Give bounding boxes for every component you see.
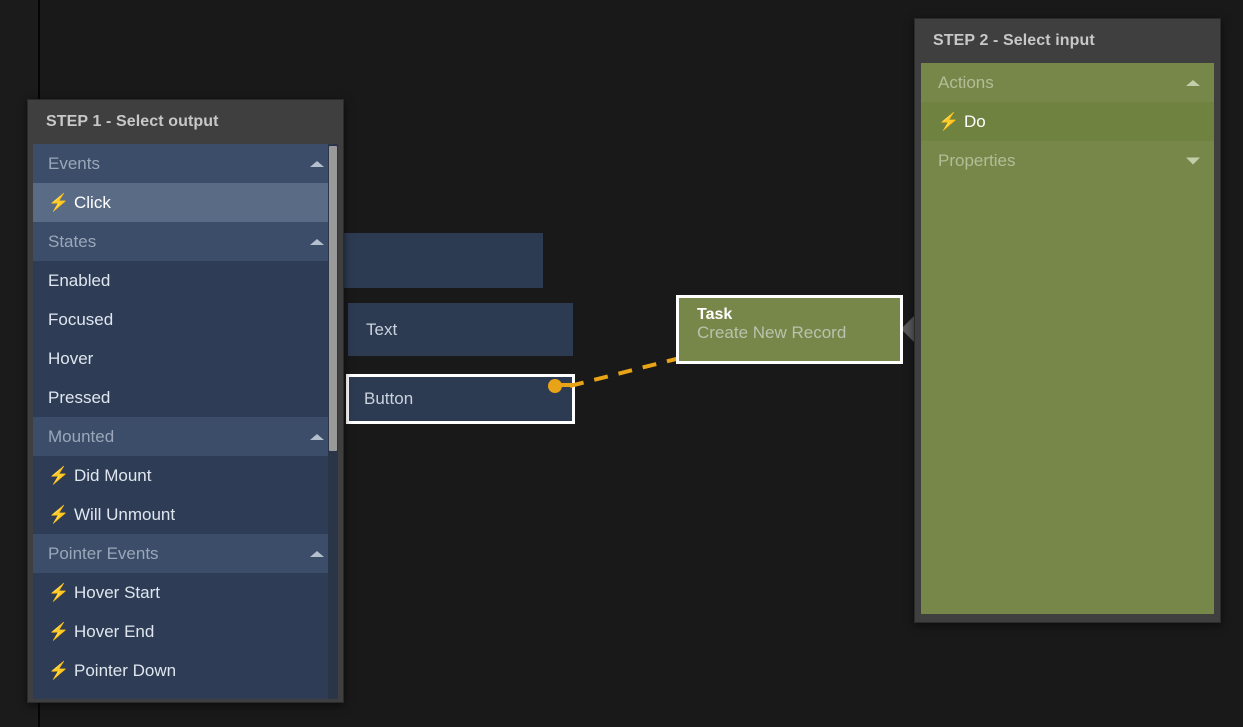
lightning-bolt-icon: ⚡ xyxy=(48,192,70,212)
list-item-hover-start[interactable]: ⚡ Hover Start xyxy=(33,573,338,612)
list-item-focused-label: Focused xyxy=(48,309,114,329)
list-item-hover[interactable]: Hover xyxy=(33,339,338,378)
list-item-pointer-down-label: Pointer Down xyxy=(74,660,177,680)
step2-panel-title: STEP 2 - Select input xyxy=(933,32,1095,49)
lightning-bolt-icon: ⚡ xyxy=(48,465,70,485)
section-header-pointer-events-label: Pointer Events xyxy=(48,543,159,563)
step1-panel: STEP 1 - Select output Events ⚡ Click St… xyxy=(27,99,344,703)
list-item-click-label: Click xyxy=(74,192,111,212)
section-header-states[interactable]: States xyxy=(33,222,338,261)
canvas-node-button-label: Button xyxy=(364,389,414,408)
chevron-up-icon[interactable] xyxy=(310,550,324,557)
output-socket-triangle-icon[interactable] xyxy=(901,316,914,342)
list-item-did-mount-label: Did Mount xyxy=(74,465,152,485)
section-header-actions[interactable]: Actions xyxy=(921,63,1214,102)
step1-panel-body: Events ⚡ Click States Enabled Focused Ho… xyxy=(33,144,338,699)
list-item-did-mount[interactable]: ⚡ Did Mount xyxy=(33,456,338,495)
list-item-pressed-label: Pressed xyxy=(48,387,111,407)
section-header-mounted-label: Mounted xyxy=(48,426,115,446)
section-header-actions-label: Actions xyxy=(938,72,994,92)
list-item-enabled[interactable]: Enabled xyxy=(33,261,338,300)
chevron-up-icon[interactable] xyxy=(310,238,324,245)
canvas-node-text[interactable]: Text xyxy=(348,303,573,356)
lightning-bolt-icon: ⚡ xyxy=(938,111,960,131)
list-item-pointer-down[interactable]: ⚡ Pointer Down xyxy=(33,651,338,690)
canvas-node-task[interactable]: Task Create New Record xyxy=(676,295,903,364)
list-item-will-unmount[interactable]: ⚡ Will Unmount xyxy=(33,495,338,534)
chevron-up-icon[interactable] xyxy=(1186,79,1200,86)
list-item-hover-end[interactable]: ⚡ Hover End xyxy=(33,612,338,651)
section-header-properties-label: Properties xyxy=(938,150,1016,170)
list-item-hover-end-label: Hover End xyxy=(74,621,155,641)
canvas-node-text-label: Text xyxy=(366,319,398,339)
step1-scrollbar[interactable] xyxy=(328,144,338,699)
list-item-click[interactable]: ⚡ Click xyxy=(33,183,338,222)
section-header-pointer-events[interactable]: Pointer Events xyxy=(33,534,338,573)
lightning-bolt-icon: ⚡ xyxy=(48,621,70,641)
lightning-bolt-icon: ⚡ xyxy=(48,504,70,524)
list-item-hover-start-label: Hover Start xyxy=(74,582,160,602)
task-node-title: Task xyxy=(697,306,733,323)
button-output-port-stub xyxy=(560,383,574,387)
list-item-hover-label: Hover xyxy=(48,348,94,368)
section-header-states-label: States xyxy=(48,231,97,251)
step2-panel-body: Actions ⚡ Do Properties xyxy=(921,63,1214,614)
task-node-subtitle: Create New Record xyxy=(697,322,847,342)
list-item-enabled-label: Enabled xyxy=(48,270,111,290)
chevron-down-icon[interactable] xyxy=(1186,157,1200,164)
list-item-do[interactable]: ⚡ Do xyxy=(921,102,1214,141)
list-item-will-unmount-label: Will Unmount xyxy=(74,504,176,524)
step2-panel: STEP 2 - Select input Actions ⚡ Do Prope… xyxy=(914,18,1221,623)
list-item-focused[interactable]: Focused xyxy=(33,300,338,339)
list-item-pressed[interactable]: Pressed xyxy=(33,378,338,417)
section-header-mounted[interactable]: Mounted xyxy=(33,417,338,456)
canvas-node-button[interactable]: Button xyxy=(346,374,575,424)
section-header-events-label: Events xyxy=(48,153,100,173)
list-item-do-label: Do xyxy=(964,111,986,131)
section-header-properties[interactable]: Properties xyxy=(921,141,1214,180)
lightning-bolt-icon: ⚡ xyxy=(48,582,70,602)
chevron-up-icon[interactable] xyxy=(310,160,324,167)
section-header-events[interactable]: Events xyxy=(33,144,338,183)
lightning-bolt-icon: ⚡ xyxy=(48,660,70,680)
chevron-up-icon[interactable] xyxy=(310,433,324,440)
step1-scrollbar-thumb[interactable] xyxy=(329,146,337,451)
step1-panel-title: STEP 1 - Select output xyxy=(46,113,219,130)
button-output-port-dot[interactable] xyxy=(548,379,562,393)
